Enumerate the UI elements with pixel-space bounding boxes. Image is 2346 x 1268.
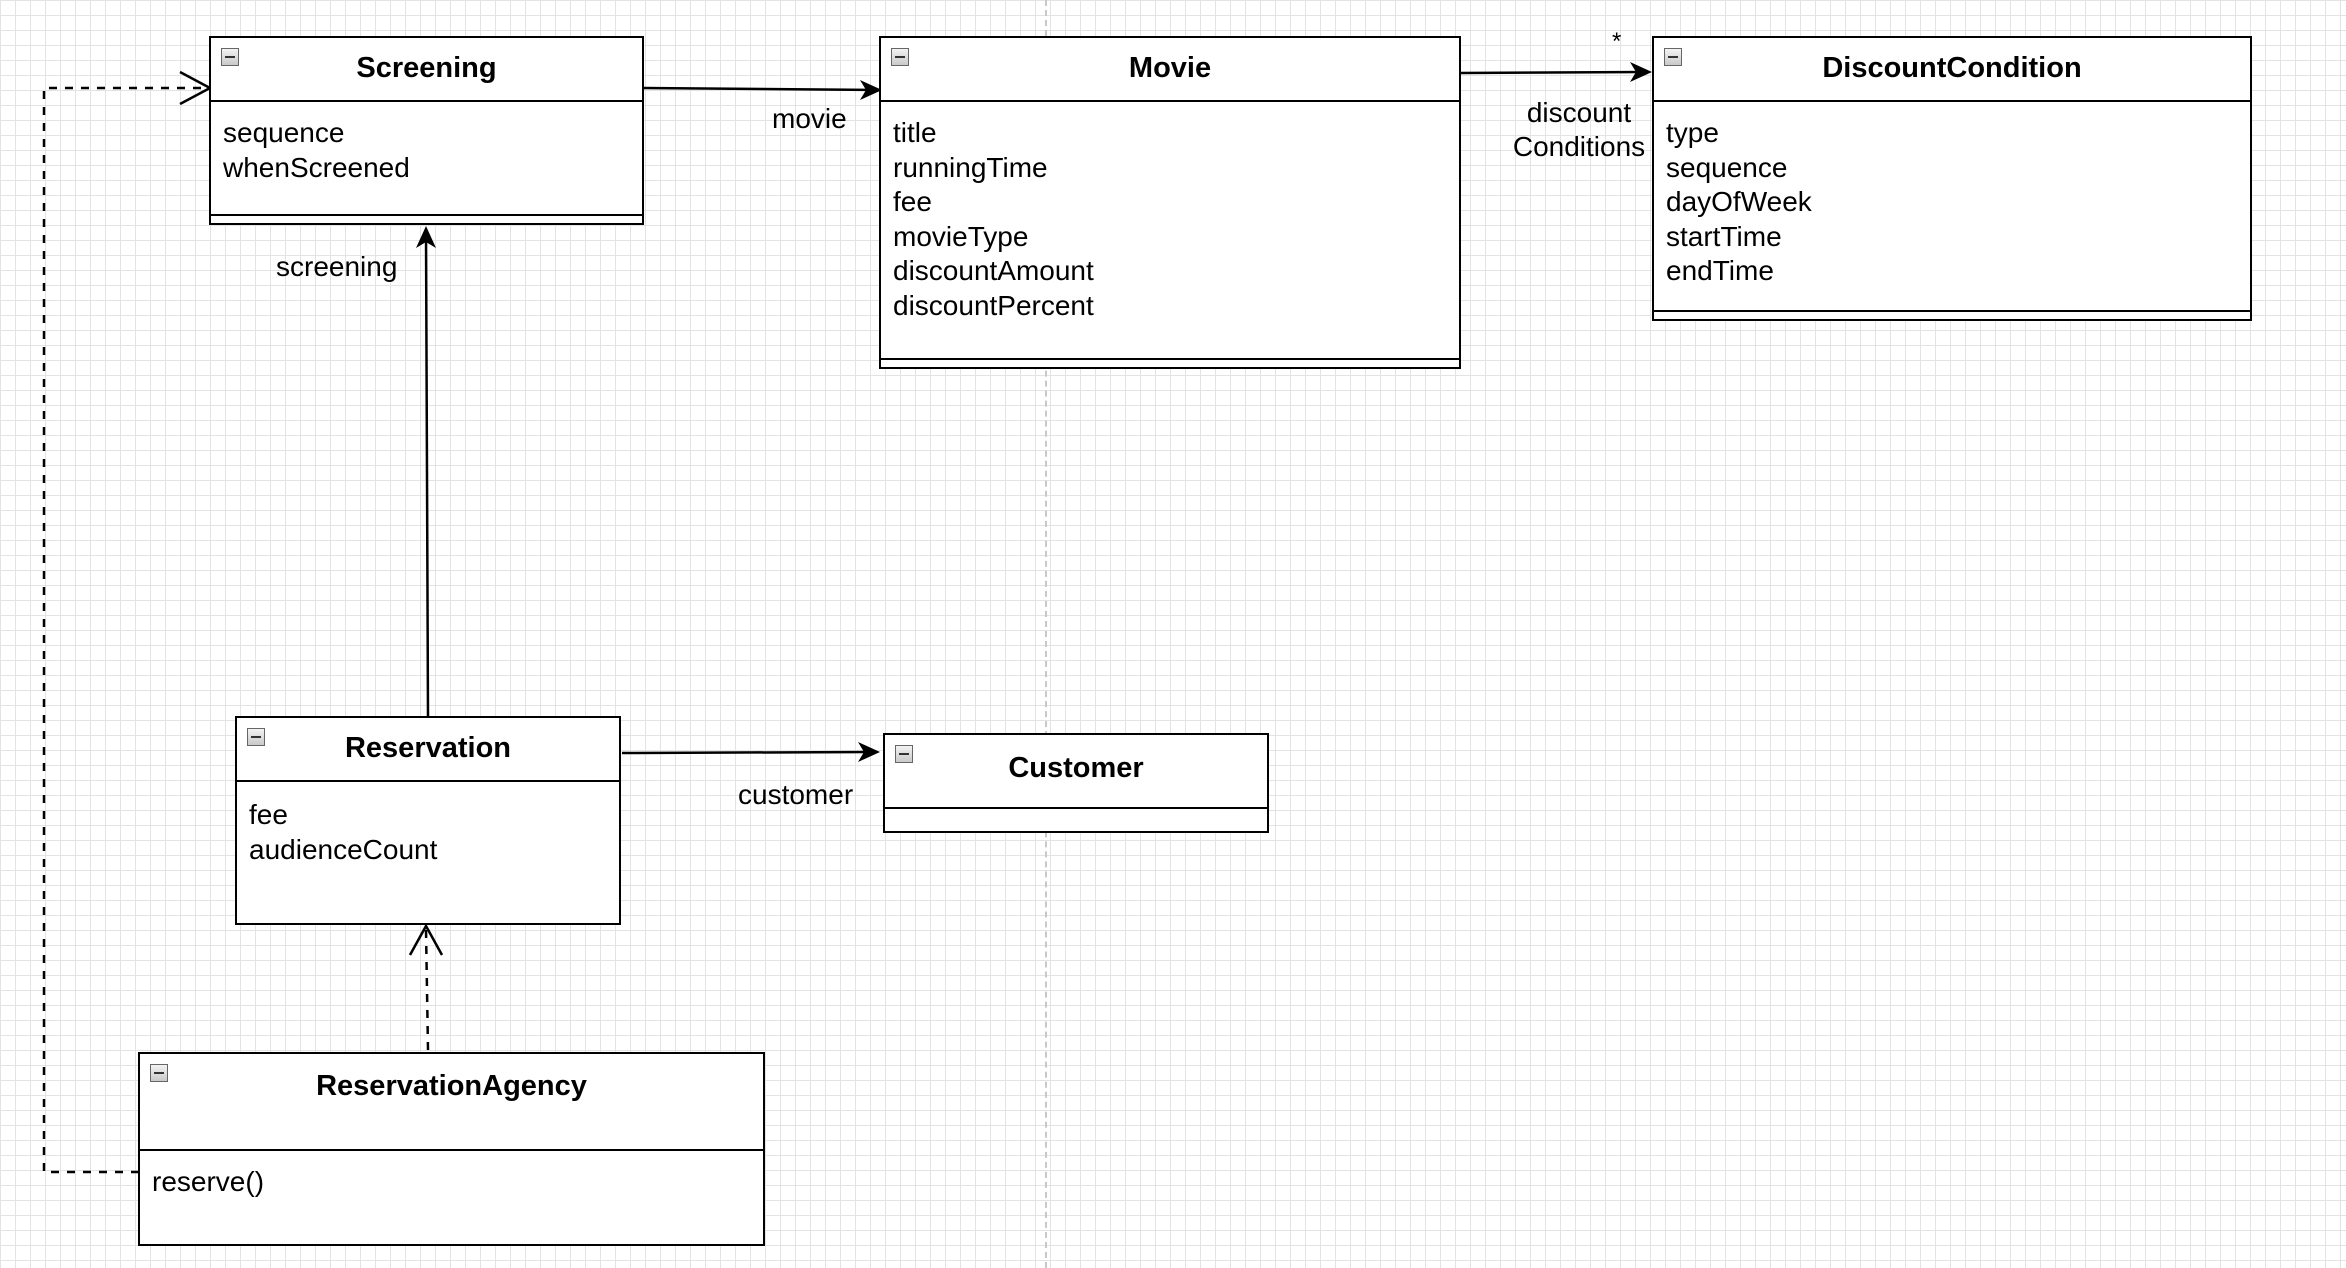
attribute: discountAmount [893,255,1094,286]
operation: reserve() [152,1166,265,1197]
class-header: Reservation [237,718,619,782]
arrowhead-agency-reservation [408,923,444,956]
class-name: DiscountCondition [1822,52,2082,84]
edge-agency-reservation-dependency[interactable] [424,929,430,1051]
class-name: Screening [356,52,497,84]
operations-divider [881,358,1459,360]
attribute: title [893,117,937,148]
class-reservation[interactable]: Reservation fee audienceCount [235,716,621,925]
class-header: Screening [211,38,642,102]
class-reservation-agency[interactable]: ReservationAgency reserve() [138,1052,765,1246]
class-header: ReservationAgency [140,1054,763,1151]
edge-reservation-customer[interactable] [621,750,873,755]
class-customer[interactable]: Customer [883,733,1269,833]
class-name: Reservation [344,732,511,764]
attribute: whenScreened [223,151,410,183]
operations-divider [1654,310,2250,312]
edge-label-customer: customer [738,779,854,810]
attribute-list: type sequence dayOfWeek startTime endTim… [1654,102,2250,289]
operation-list: reserve() [140,1151,763,1200]
attribute: sequence [223,117,345,148]
collapse-icon[interactable] [1664,48,1682,66]
attribute: runningTime [893,151,1048,183]
class-header: DiscountCondition [1654,38,2250,102]
attribute: audienceCount [249,833,438,865]
attribute-list: title runningTime fee movieType discount… [881,102,1459,323]
class-name: Customer [1008,752,1144,784]
class-discount-condition[interactable]: DiscountCondition type sequence dayOfWee… [1652,36,2252,321]
attribute: sequence [1666,151,1788,183]
class-movie[interactable]: Movie title runningTime fee movieType di… [879,36,1461,369]
attribute-list: sequence whenScreened [211,102,642,185]
class-header: Movie [881,38,1459,102]
edge-screening-movie[interactable] [642,86,881,92]
page-break-guide [1045,0,1047,1268]
arrowhead-screening-movie [860,80,882,100]
collapse-icon[interactable] [247,728,265,746]
class-name: ReservationAgency [316,1070,587,1102]
arrowhead-reservation-screening [416,226,436,248]
class-screening[interactable]: Screening sequence whenScreened [209,36,644,225]
multiplicity-label: * [1612,28,1622,55]
attribute: movieType [893,220,1029,252]
operations-divider [211,214,642,216]
collapse-icon[interactable] [221,48,239,66]
attribute: endTime [1666,255,1774,286]
attribute: dayOfWeek [1666,186,1812,217]
collapse-icon[interactable] [895,745,913,763]
attribute-list: fee audienceCount [237,782,619,867]
collapse-icon[interactable] [891,48,909,66]
edge-reservation-screening[interactable] [424,231,430,719]
attribute: fee [249,799,288,830]
edge-label-discount: discount [1526,97,1632,128]
edge-label-conditions: Conditions [1512,131,1646,162]
edge-movie-discountcondition[interactable] [1459,70,1647,75]
class-name: Movie [1128,52,1212,84]
edge-label-movie: movie [772,103,847,134]
attribute: startTime [1666,220,1782,252]
arrowhead-reservation-customer [858,742,880,762]
class-header: Customer [885,735,1267,809]
collapse-icon[interactable] [150,1064,168,1082]
attribute: discountPercent [893,289,1094,321]
edge-label-screening: screening [276,251,398,282]
attribute: type [1666,117,1719,148]
arrowhead-movie-discountcondition [1630,62,1652,82]
attribute: fee [893,186,932,217]
edge-agency-screening-dependency[interactable] [42,86,210,1174]
